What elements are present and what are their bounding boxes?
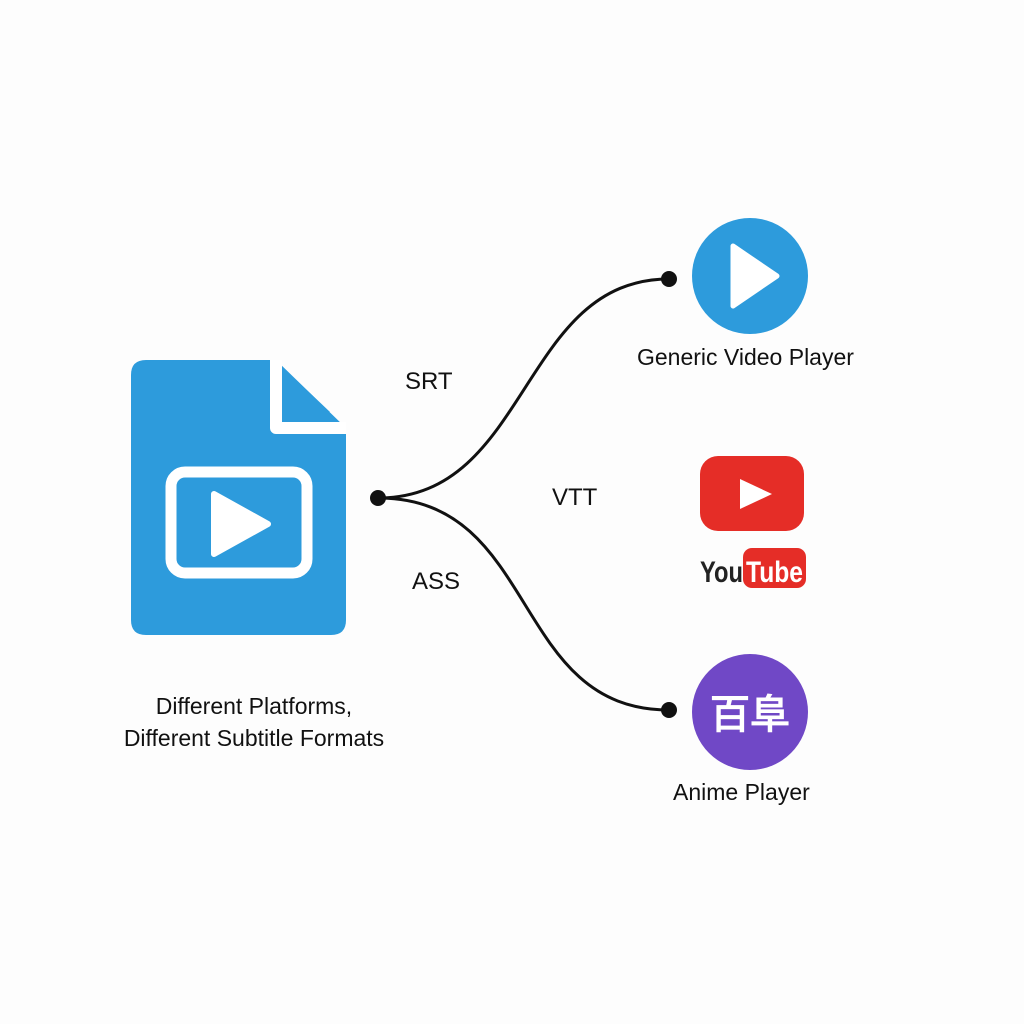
connector-ass — [377, 496, 670, 712]
youtube-logo-icon: You Tube — [700, 456, 806, 589]
connector-end-dot-generic — [661, 271, 677, 287]
play-circle-icon — [692, 218, 808, 334]
source-caption: Different Platforms, Different Subtitle … — [80, 690, 428, 754]
source-caption-line-1: Different Platforms, — [155, 693, 353, 719]
connector-end-dot-anime — [661, 702, 677, 718]
connector-srt — [377, 277, 670, 500]
format-label-vtt: VTT — [552, 484, 598, 511]
youtube-wordmark-you: You — [700, 556, 743, 589]
generic-player-label: Generic Video Player — [637, 344, 854, 370]
connector-origin-dot — [370, 490, 386, 506]
video-file-icon — [131, 360, 346, 635]
anime-player-glyphs: 百阜 — [710, 692, 790, 738]
anime-player-label: Anime Player — [673, 779, 810, 805]
anime-player-icon: 百阜 — [692, 654, 808, 770]
format-label-srt: SRT — [405, 368, 453, 395]
youtube-wordmark-tube: Tube — [746, 556, 803, 589]
format-label-ass: ASS — [412, 568, 461, 595]
source-caption-line-2: Different Subtitle Formats — [123, 725, 385, 751]
